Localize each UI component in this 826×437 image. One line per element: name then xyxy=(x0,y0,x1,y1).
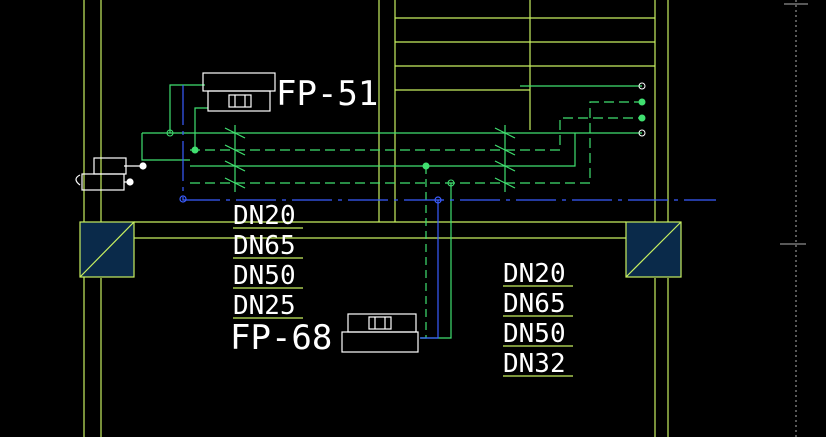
pipe-size-left-3: DN50 xyxy=(233,261,296,291)
valve-node xyxy=(139,162,147,170)
pipe-nodes xyxy=(166,82,646,187)
pipe-end-cap xyxy=(638,82,646,90)
pipe-end-filled xyxy=(638,114,646,122)
pipe-size-right-2: DN65 xyxy=(503,289,566,319)
label-fp68: FP-68 xyxy=(230,318,332,358)
fan-coil-fp68 xyxy=(341,313,419,353)
pipe-size-left-2: DN65 xyxy=(233,231,296,261)
condensate-node xyxy=(434,196,442,204)
fp68-body xyxy=(341,331,419,353)
fp51-coil xyxy=(207,90,271,112)
node-open xyxy=(447,179,455,187)
water-pipes xyxy=(141,84,642,339)
valve-node xyxy=(126,178,134,186)
condensate-node xyxy=(179,195,187,203)
condensate-pipes xyxy=(179,85,716,339)
crosshair-marker xyxy=(780,0,808,437)
pipe-chilled-return xyxy=(190,117,642,151)
pipe-size-right-4: DN32 xyxy=(503,349,566,379)
fp51-motor xyxy=(228,94,252,108)
pipe-condensate-main xyxy=(182,85,716,201)
pipe-condensate-fp68 xyxy=(420,200,439,339)
column-left-diagonal xyxy=(79,221,135,278)
structural-columns xyxy=(79,221,682,278)
pipe-size-list-left: DN20 DN65 DN50 DN25 xyxy=(233,201,303,321)
fp68-motor xyxy=(368,316,392,330)
column-right-diagonal xyxy=(625,221,682,278)
pipe-end-filled xyxy=(638,98,646,106)
node-junction xyxy=(191,146,199,154)
pipe-size-right-1: DN20 xyxy=(503,259,566,289)
pipe-fp51-feed xyxy=(169,84,205,133)
pipe-end-cap xyxy=(638,129,646,137)
pipe-size-left-1: DN20 xyxy=(233,201,296,231)
pipe-size-list-right: DN20 DN65 DN50 DN32 xyxy=(503,259,573,379)
node-open xyxy=(166,129,174,137)
node-junction xyxy=(422,162,430,170)
walls xyxy=(83,0,669,437)
pipe-branch-valve xyxy=(141,133,190,161)
pipe-hot-supply xyxy=(190,133,576,167)
pipe-fp51-return xyxy=(194,107,208,150)
pipe-size-left-4: DN25 xyxy=(233,291,296,321)
fan-coil-fp51 xyxy=(202,72,276,112)
valve-assembly xyxy=(75,157,147,191)
pipe-hot-return xyxy=(190,101,642,184)
pipe-size-right-3: DN50 xyxy=(503,319,566,349)
label-fp51: FP-51 xyxy=(276,74,378,114)
valve-handle xyxy=(75,174,81,186)
